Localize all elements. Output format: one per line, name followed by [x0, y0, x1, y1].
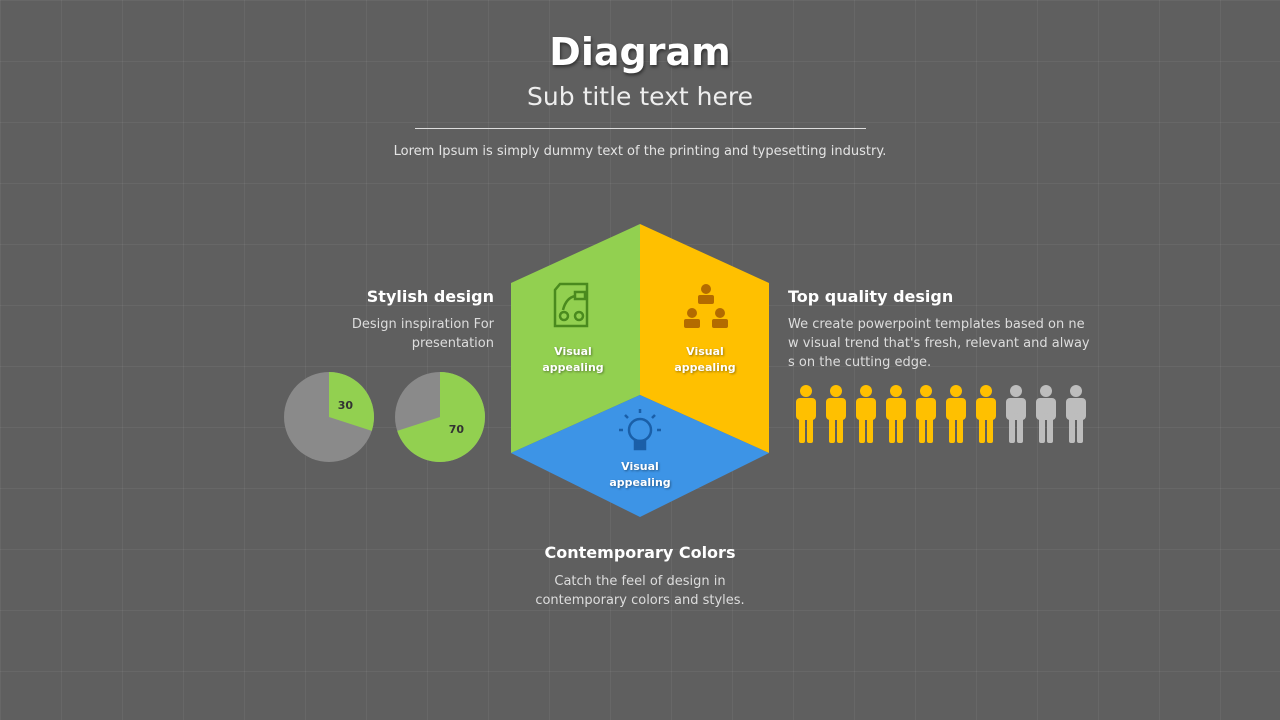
- flowchart-document-icon: [553, 282, 589, 328]
- bottom-heading: Contemporary Colors: [544, 543, 736, 562]
- page-title: Diagram: [549, 30, 731, 74]
- team-hierarchy-icon: [684, 284, 728, 328]
- hex-yellow-segment: [640, 224, 769, 453]
- person-icon: [1066, 385, 1086, 443]
- hex-blue-label: Visual appealing: [609, 460, 671, 489]
- hexagon-diagram: [511, 224, 769, 517]
- person-icon: [976, 385, 996, 443]
- intro-text: Lorem Ipsum is simply dummy text of the …: [393, 144, 887, 159]
- page-subtitle: Sub title text here: [527, 82, 753, 111]
- bottom-text: Catch the feel of design in contemporary…: [535, 574, 745, 608]
- person-icon: [1036, 385, 1056, 443]
- hex-green-segment: [511, 224, 640, 453]
- people-icons: [796, 385, 1086, 443]
- right-text: We create powerpoint templates based on …: [788, 317, 1090, 370]
- person-icon: [796, 385, 816, 443]
- hex-yellow-label: Visual appealing: [674, 345, 736, 374]
- pie-value-label: 30: [338, 399, 354, 412]
- pie-charts: 30 70: [284, 372, 485, 462]
- person-icon: [886, 385, 906, 443]
- lightbulb-icon: [619, 409, 661, 451]
- hex-green-label: Visual appealing: [542, 345, 604, 374]
- right-heading: Top quality design: [788, 287, 954, 306]
- left-heading: Stylish design: [366, 287, 494, 306]
- divider: [415, 128, 866, 129]
- person-icon: [1006, 385, 1026, 443]
- hex-blue-segment: [511, 395, 769, 517]
- pie-value-label: 70: [449, 423, 465, 436]
- pie-slice: [397, 372, 485, 462]
- person-icon: [826, 385, 846, 443]
- person-icon: [946, 385, 966, 443]
- person-icon: [916, 385, 936, 443]
- left-text: Design inspiration For presentation: [351, 317, 494, 351]
- person-icon: [856, 385, 876, 443]
- pie-slice: [329, 372, 374, 431]
